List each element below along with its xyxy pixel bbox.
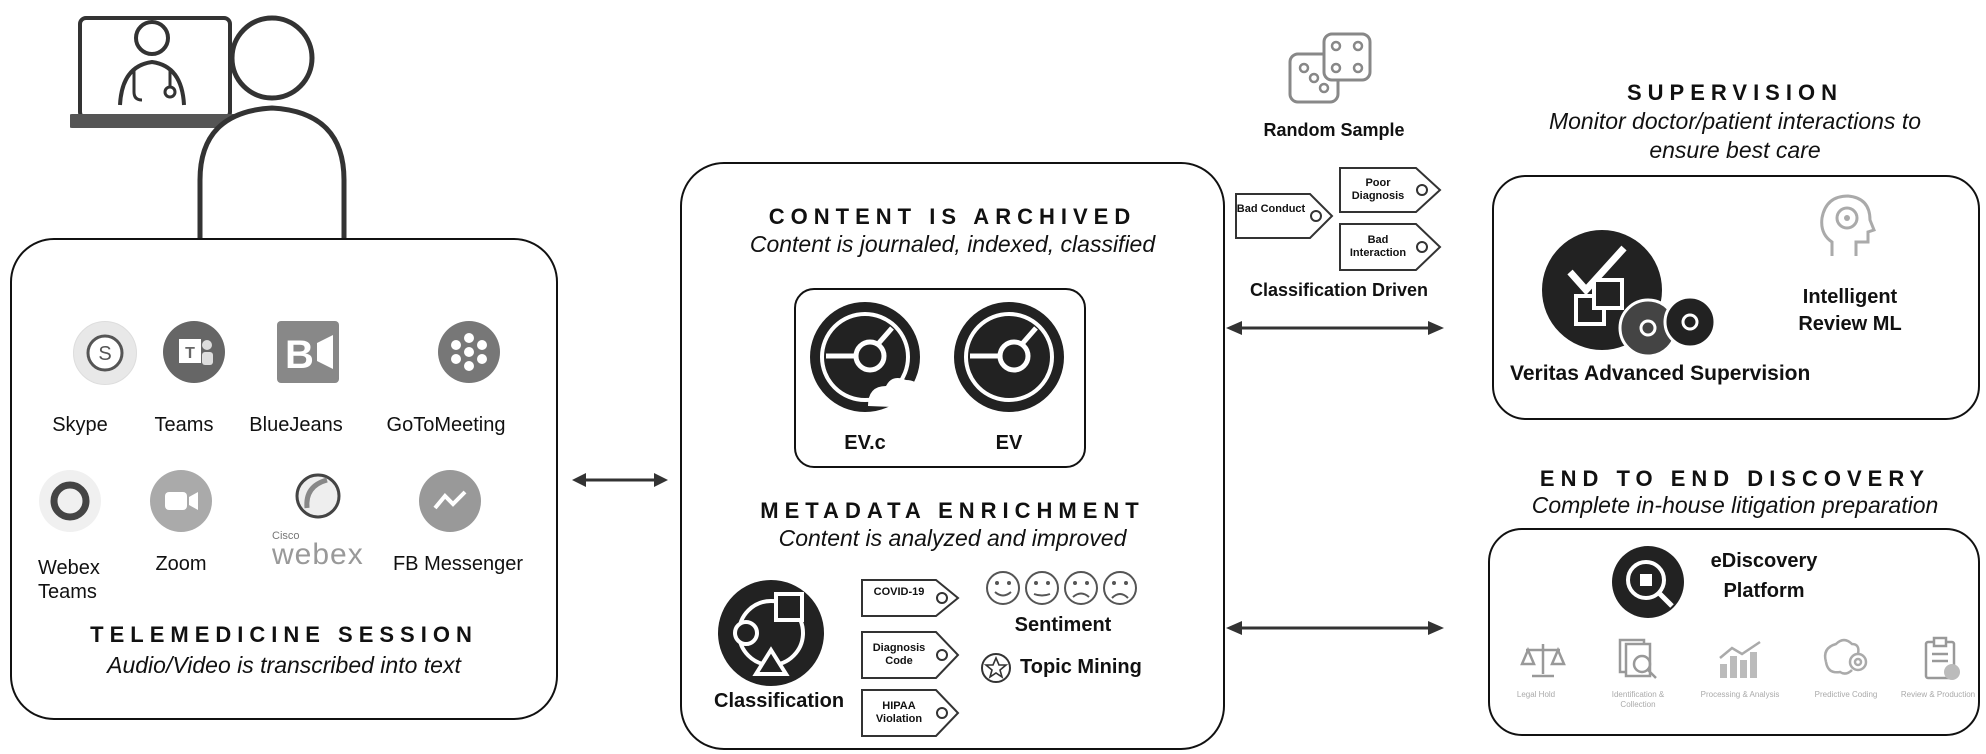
metadata-enrichment-subtitle: Content is analyzed and improved (778, 525, 1127, 551)
double-arrow-supervision (1226, 321, 1444, 335)
webex-logo-text: webex (272, 538, 364, 571)
ev-icon (954, 302, 1064, 412)
tag-bad-interaction: Bad Interaction (1336, 220, 1444, 279)
tool-label-legal-hold: Legal Hold (1516, 690, 1556, 699)
dice-icon (1288, 32, 1372, 104)
random-sample-label: Random Sample (1263, 120, 1405, 140)
intelligent-review-ml-line1: Intelligent (1802, 286, 1898, 308)
zoom-icon (150, 470, 212, 532)
double-arrow-left (572, 473, 668, 487)
tag-hipaa-violation-label: HIPAA Violation (875, 700, 923, 725)
tool-label-review-production: Review & Production (1900, 690, 1976, 699)
ev-label: EV (995, 432, 1023, 454)
svg-text:S: S (98, 343, 111, 365)
classification-icon (718, 580, 824, 686)
app-label-webex-teams-text: Webex Teams (38, 557, 100, 603)
app-label-fb-messenger: FB Messenger (392, 553, 524, 575)
tool-label-processing: Processing & Analysis (1700, 690, 1780, 699)
teams-icon: T (163, 321, 225, 383)
advanced-supervision-icon (1542, 230, 1716, 358)
telemedicine-illustration (70, 15, 347, 240)
tag-bad-interaction-label: Bad Interaction (1349, 234, 1407, 259)
tag-diagnosis-code-label: Diagnosis Code (872, 642, 926, 667)
webex-teams-icon (39, 470, 101, 532)
tag-bad-conduct: Bad Conduct (1232, 190, 1336, 247)
intelligent-review-icon (1820, 194, 1876, 256)
supervision-title: SUPERVISION (1627, 80, 1843, 105)
app-label-zoom: Zoom (155, 553, 207, 575)
archive-subtitle: Content is journaled, indexed, classifie… (749, 231, 1156, 257)
cisco-logo-text: Cisco (272, 530, 300, 542)
sentiment-faces-icon (986, 571, 1137, 605)
topic-mining-label: Topic Mining (1020, 656, 1142, 678)
metadata-enrichment-title: METADATA ENRICHMENT (760, 498, 1145, 523)
telemedicine-subtitle: Audio/Video is transcribed into text (107, 652, 461, 678)
tag-poor-diagnosis: Poor Diagnosis (1336, 164, 1444, 221)
document-search-icon (1618, 638, 1657, 679)
tag-poor-diagnosis-label: Poor Diagnosis (1351, 177, 1405, 202)
tag-covid-19: COVID-19 (858, 576, 962, 625)
classification-label: Classification (714, 690, 845, 712)
topic-mining-icon (981, 653, 1011, 683)
app-label-teams: Teams (154, 414, 214, 436)
telemedicine-title: TELEMEDICINE SESSION (90, 622, 478, 647)
app-label-skype: Skype (52, 414, 108, 436)
scales-icon (1520, 644, 1566, 678)
supervision-subtitle-line1: Monitor doctor/patient interactions to (1548, 108, 1922, 134)
messenger-icon (419, 470, 481, 532)
cisco-webex-logo (287, 468, 349, 530)
tag-hipaa-violation: HIPAA Violation (858, 686, 962, 745)
svg-text:B: B (285, 333, 314, 377)
ediscovery-platform-line1: eDiscovery (1710, 550, 1818, 572)
svg-text:T: T (185, 345, 195, 362)
classification-driven-label: Classification Driven (1249, 280, 1429, 300)
discovery-panel (1488, 528, 1980, 736)
ev-cloud-label: EV.c (844, 432, 886, 454)
discovery-title: END TO END DISCOVERY (1539, 466, 1931, 491)
double-arrow-discovery (1226, 621, 1444, 635)
intelligent-review-ml-line2: Review ML (1798, 313, 1902, 335)
tool-label-predictive-coding: Predictive Coding (1814, 690, 1878, 699)
app-label-webex-teams: Webex Teams (38, 556, 100, 604)
chart-icon (1719, 640, 1761, 678)
ediscovery-platform-icon (1612, 546, 1684, 618)
veritas-advanced-supervision-label: Veritas Advanced Supervision (1510, 362, 1811, 385)
skype-icon: S (73, 321, 137, 385)
checklist-icon (1924, 636, 1960, 680)
ediscovery-platform-line2: Platform (1723, 580, 1805, 602)
ev-products-box (794, 288, 1086, 468)
app-label-gotomeeting: GoToMeeting (386, 414, 506, 436)
tag-diagnosis-code: Diagnosis Code (858, 628, 962, 687)
sentiment-label: Sentiment (1014, 614, 1112, 636)
supervision-subtitle-line2: ensure best care (1649, 137, 1821, 163)
ev-cloud-icon (810, 302, 922, 412)
brain-gear-icon (1823, 638, 1868, 675)
tag-bad-conduct-label: Bad Conduct (1236, 203, 1306, 215)
app-label-bluejeans: BlueJeans (249, 414, 343, 436)
gotomeeting-icon (438, 321, 500, 383)
discovery-subtitle: Complete in-house litigation preparation (1531, 492, 1939, 518)
archive-title: CONTENT IS ARCHIVED (768, 204, 1137, 229)
tag-covid-19-label: COVID-19 (873, 586, 925, 598)
tool-label-identification: Identification & Collection (1611, 690, 1665, 709)
bluejeans-icon: B (277, 321, 339, 383)
